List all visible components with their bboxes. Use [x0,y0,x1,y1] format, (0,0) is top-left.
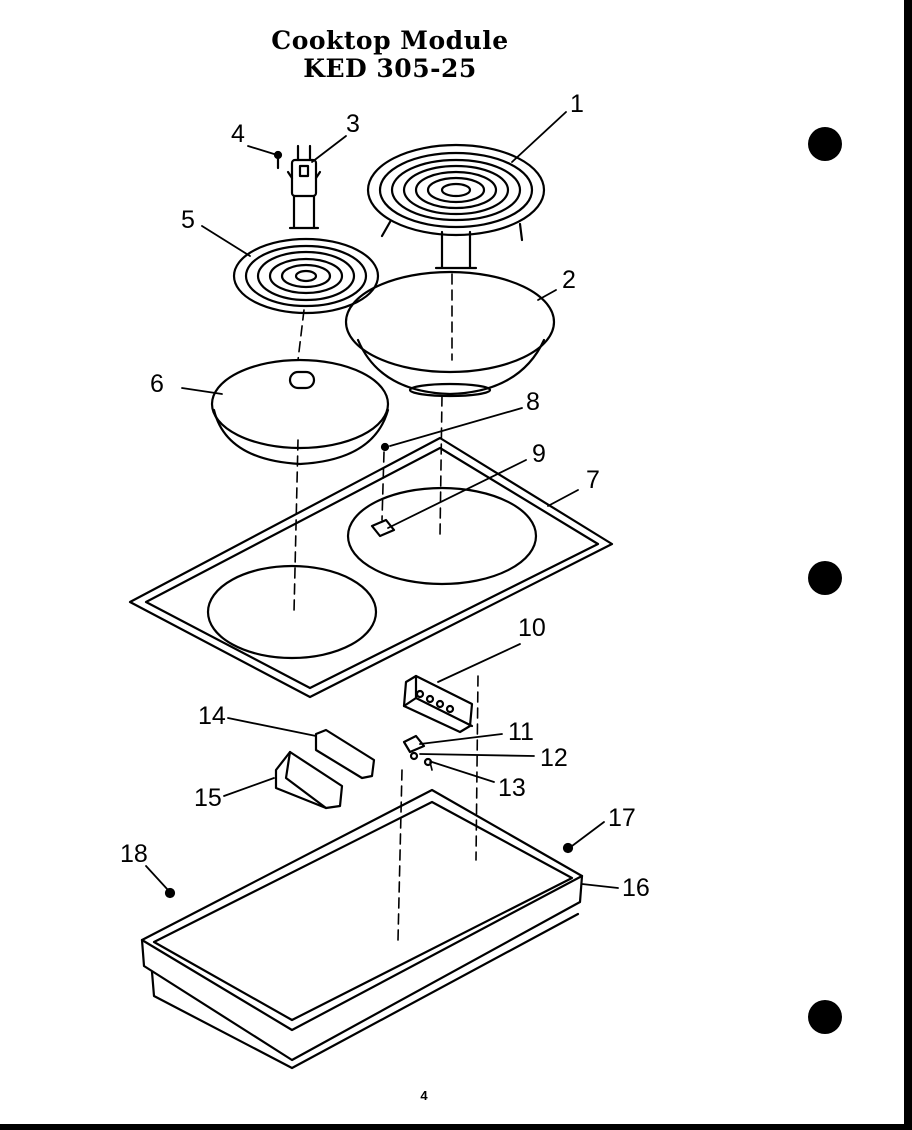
callout-15: 15 [194,784,222,812]
part-17-screw [562,842,574,854]
callout-16: 16 [622,874,650,902]
scan-edge-bottom [0,1124,912,1130]
callout-12: 12 [540,744,568,772]
binder-hole-bottom [808,1000,842,1034]
part-7-cooktop-frame [128,436,614,699]
part-9-clip [370,518,396,538]
callout-17: 17 [608,804,636,832]
part-18-screw [164,887,176,899]
part-14-bracket [314,728,376,780]
callout-4: 4 [231,120,245,148]
callout-18: 18 [120,840,148,868]
diagram-title: Cooktop Module [271,26,509,55]
part-15-bracket [274,750,344,810]
callout-10: 10 [518,614,546,642]
scan-edge-right [904,0,912,1130]
page-number: 4 [420,1088,428,1103]
part-11-12-13-hardware [402,734,433,767]
callout-3: 3 [346,110,360,138]
callout-2: 2 [562,266,576,294]
callout-9: 9 [532,440,546,468]
callout-5: 5 [181,206,195,234]
callout-8: 8 [526,388,540,416]
callout-13: 13 [498,774,526,802]
part-1-large-element [366,143,546,270]
part-5-small-element [232,237,380,315]
callout-14: 14 [198,702,226,730]
part-4-screw [273,150,283,170]
callout-11: 11 [508,718,534,746]
callout-7: 7 [586,466,600,494]
callout-1: 1 [570,90,584,118]
part-2-large-drip-bowl [344,270,556,398]
binder-hole-middle [808,561,842,595]
part-6-small-drip-bowl [210,358,390,466]
callout-6: 6 [150,370,164,398]
part-10-terminal-block [402,674,474,734]
model-number: KED 305-25 [303,54,477,83]
part-8-screw [380,442,390,452]
part-3-receptacle [286,144,322,230]
part-16-bottom-box [140,788,584,1070]
binder-hole-top [808,127,842,161]
